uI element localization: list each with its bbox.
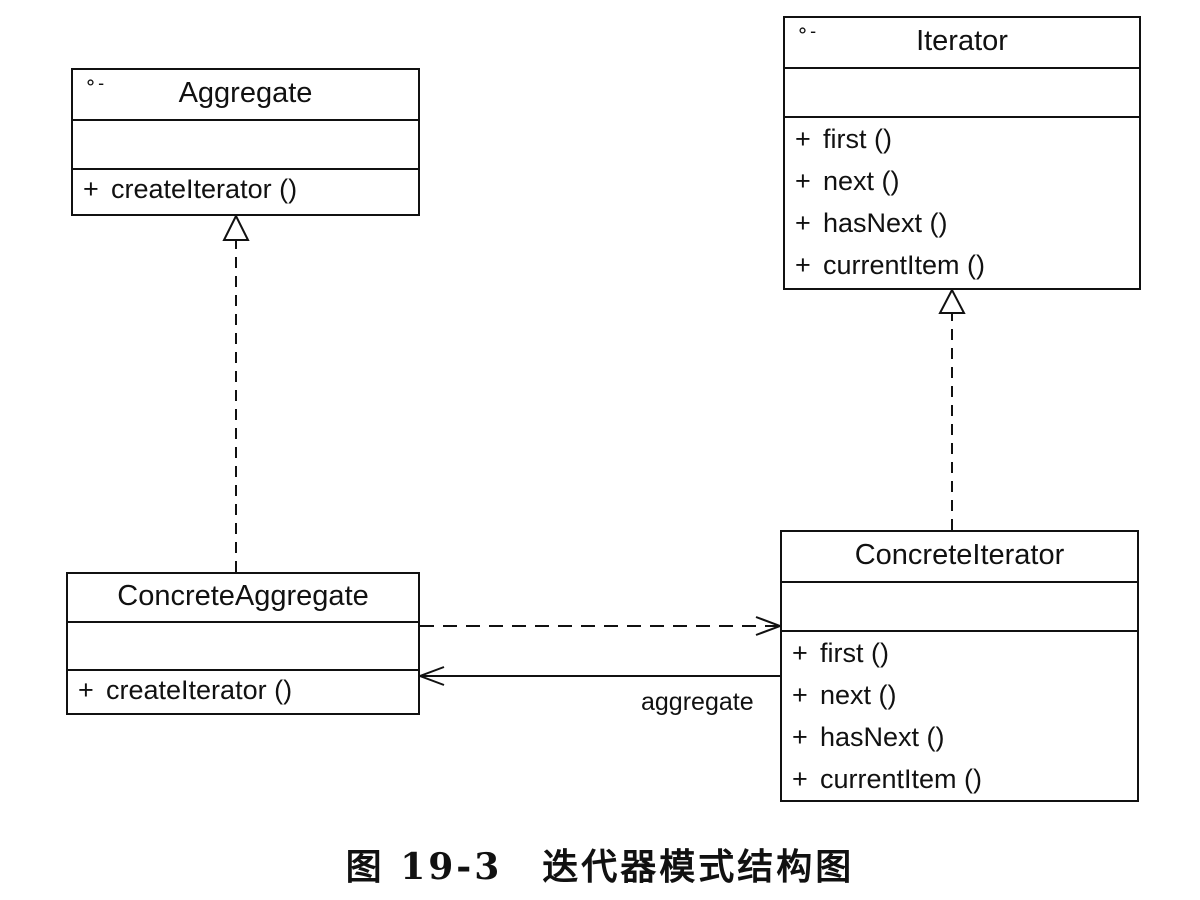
operation-signature: first () (820, 638, 889, 668)
iterator-attributes-section (785, 67, 1139, 116)
interface-icon: ⚬- (83, 73, 105, 93)
aggregate-operations-section: + createIterator () (73, 168, 418, 203)
visibility-marker: + (792, 722, 808, 752)
operation-signature: hasNext () (820, 722, 945, 752)
operation-row: + hasNext () (795, 210, 1139, 237)
association-arrowhead (417, 666, 445, 686)
visibility-marker: + (792, 764, 808, 794)
iterator-class-box[interactable]: ⚬- Iterator + first () + next () + hasNext ()… (783, 16, 1141, 290)
operation-row: + currentItem () (795, 252, 1139, 279)
visibility-marker: + (795, 208, 811, 238)
visibility-marker: + (795, 124, 811, 154)
aggregate-attributes-section (73, 119, 418, 168)
figure-number: 图 19-3 (345, 846, 503, 888)
concrete-iterator-operations-section: + first () + next () + hasNext () + currentItem… (782, 630, 1137, 793)
operation-signature: next () (820, 680, 897, 710)
operation-row: + first () (792, 640, 1137, 667)
operation-row: + next () (792, 682, 1137, 709)
concrete-iterator-name-section: ConcreteIterator (782, 532, 1137, 581)
operation-signature: next () (823, 166, 900, 196)
iterator-operations-section: + first () + next () + hasNext () + currentItem… (785, 116, 1139, 279)
aggregate-class-box[interactable]: ⚬- Aggregate + createIterator () (71, 68, 420, 216)
visibility-marker: + (792, 680, 808, 710)
concrete-iterator-class-box[interactable]: ConcreteIterator + first () + next () + hasNe… (780, 530, 1139, 802)
visibility-marker: + (795, 250, 811, 280)
operation-signature: createIterator () (106, 675, 293, 705)
concrete-aggregate-class-name: ConcreteAggregate (117, 580, 369, 612)
concrete-iterator-attributes-section (782, 581, 1137, 630)
operation-signature: createIterator () (111, 174, 298, 204)
concrete-aggregate-attributes-section (68, 621, 418, 669)
realization-arrowhead-aggregate (222, 213, 250, 241)
operation-row: + hasNext () (792, 724, 1137, 751)
figure-caption: 图 19-3 迭代器模式结构图 (0, 838, 1200, 890)
interface-icon: ⚬- (795, 21, 817, 41)
operation-row: + first () (795, 126, 1139, 153)
realization-arrowhead-iterator (938, 287, 966, 314)
operation-row: + currentItem () (792, 766, 1137, 793)
concrete-aggregate-name-section: ConcreteAggregate (68, 574, 418, 621)
concrete-aggregate-class-box[interactable]: ConcreteAggregate + createIterator () (66, 572, 420, 715)
operation-signature: currentItem () (823, 250, 986, 280)
operation-row: + createIterator () (83, 176, 418, 203)
operation-signature: currentItem () (820, 764, 983, 794)
figure-title: 迭代器模式结构图 (542, 846, 855, 888)
visibility-marker: + (78, 675, 94, 705)
visibility-marker: + (792, 638, 808, 668)
aggregate-name-section: ⚬- Aggregate (73, 70, 418, 119)
association-role-label: aggregate (641, 688, 754, 716)
visibility-marker: + (83, 174, 99, 204)
concrete-aggregate-operations-section: + createIterator () (68, 669, 418, 704)
iterator-class-name: Iterator (916, 25, 1008, 57)
aggregate-class-name: Aggregate (178, 77, 313, 109)
visibility-marker: + (795, 166, 811, 196)
operation-signature: first () (823, 124, 892, 154)
operation-row: + next () (795, 168, 1139, 195)
operation-signature: hasNext () (823, 208, 948, 238)
operation-row: + createIterator () (78, 677, 418, 704)
concrete-iterator-class-name: ConcreteIterator (854, 539, 1065, 571)
iterator-name-section: ⚬- Iterator (785, 18, 1139, 67)
